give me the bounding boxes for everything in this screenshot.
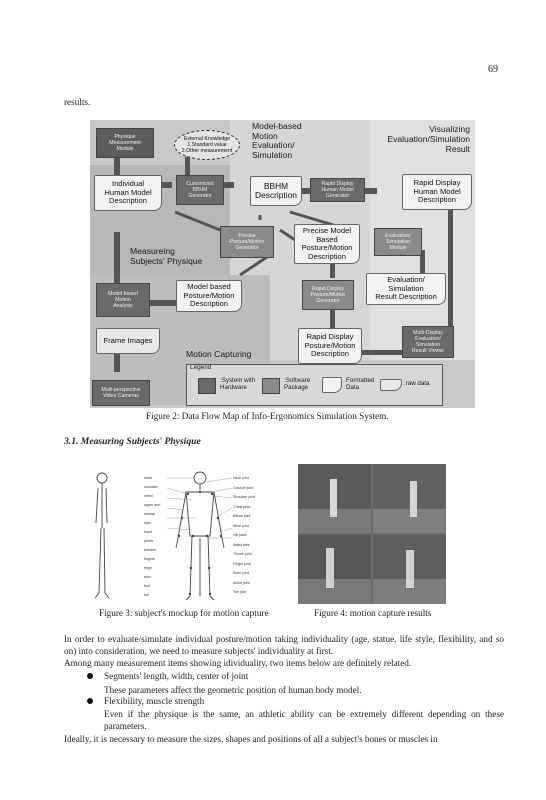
section-heading: 3.1. Measuring Subjects' Physique — [64, 436, 201, 447]
figure-4-capture-results — [298, 464, 446, 604]
figure-2-data-flow-map: Model-based Motion Evaluation/ Simulatio… — [90, 120, 475, 408]
label-chest-joint: Chest joint — [233, 504, 250, 509]
doc-rapid-display-human-model: Rapid Display Human Model Description — [402, 174, 472, 210]
legend-system-hw: :System with Hardware — [220, 377, 256, 391]
label-shoulder-joint: Shoulder joint — [233, 495, 255, 499]
doc-bbhm: BBHM Description — [250, 176, 302, 206]
bullet-2-dot — [87, 698, 93, 704]
label-forearm: forearm — [144, 548, 157, 552]
label-waist-joint: Waist joint — [233, 542, 250, 547]
label-wrist-joint: Wrist joint — [233, 523, 249, 528]
figure-3-mockup: head shoulder chest upper arm lumbar hip… — [92, 468, 292, 606]
external-knowledge: External Knowledge 1.Standard value 2.Ot… — [174, 130, 240, 160]
doc-model-based-posture: Model based Posture/Motion Description — [176, 280, 242, 312]
doc-evaluation-result: Evaluation/ Simulation Result Descriptio… — [366, 273, 446, 305]
zone-title-motion-eval: Model-based Motion Evaluation/ Simulatio… — [252, 121, 302, 160]
figure-3-caption: Figure 3: subject's mockup for motion ca… — [99, 608, 269, 618]
doc-rapid-display-posture: Rapid Display Posture/Motion Description — [298, 328, 362, 364]
figure-2-caption: Figure 2: Data Flow Map of Info-Ergonomi… — [146, 411, 389, 421]
legend-sw-swatch — [262, 378, 280, 394]
label-foot: foot — [144, 584, 150, 588]
zone-title-visualizing: Visualizing Evaluation/Simulation Result — [387, 124, 470, 154]
label-clavicle-joint: Clavicle joint — [233, 485, 254, 490]
label-lumbar: lumbar — [144, 512, 155, 516]
paragraph-3: Ideally, it is necessary to measure the … — [64, 734, 438, 744]
legend-title: Legend — [190, 364, 212, 371]
human-figures — [94, 471, 233, 601]
paragraph-2: Among many measurement items showing idi… — [64, 658, 412, 668]
fig3-left-labels: head shoulder chest upper arm lumbar hip… — [144, 474, 168, 600]
bullet-1-title: Segments' length, width, center of joint — [104, 671, 249, 681]
zone-title-motion-capturing: Motion Capturing — [186, 349, 252, 359]
label-ankle-joint: Ankle joint — [233, 580, 250, 585]
label-fingers: fingers — [144, 557, 155, 561]
doc-precise-model-posture: Precise Model Based Posture/Motion Descr… — [294, 224, 360, 264]
label-shin: shin — [144, 575, 151, 579]
doc-frame-images: Frame Images — [96, 328, 160, 354]
fig3-right-labels: Neck joint Clavicle joint Shoulder joint… — [233, 474, 291, 598]
rapid-display-human-model-generator: Rapid Display Human Model Generator — [310, 178, 365, 202]
legend-hw-swatch — [198, 378, 216, 394]
label-upper-arm: upper arm — [144, 503, 161, 507]
label-elbow-joint: Elbow joint — [233, 514, 251, 518]
label-toe: toe — [144, 593, 149, 597]
bullet-1-text: These parameters affect the geometric po… — [104, 685, 362, 695]
label-knee-joint: Knee joint — [233, 571, 249, 575]
label-hips: hips — [144, 521, 151, 525]
customized-bbhm-generator: Customized BBHM Generator — [176, 175, 224, 205]
capture-photos — [298, 464, 446, 604]
multi-display-result-viewer: Multi-Display Evaluation/ Simulation Res… — [402, 326, 454, 358]
label-chest: chest — [144, 494, 153, 498]
bullet-2-title: Flexibility, muscle strength — [104, 696, 205, 706]
bullet-2-text: Even if the physique is the same, an ath… — [104, 709, 504, 731]
legend — [186, 364, 443, 406]
page-number: 69 — [488, 64, 498, 75]
label-hand: hand — [144, 530, 152, 534]
figure-4-caption: Figure 4: motion capture results — [314, 608, 432, 618]
label-neck-joint: Neck joint — [233, 476, 249, 480]
rapid-display-posture-motion-generator: Rapid Display Posture/Motion Generator — [302, 280, 354, 310]
physique-measurement-module: Physique Measurement Module — [96, 128, 154, 158]
label-pelvis: pelvis — [144, 539, 154, 543]
evaluation-simulation-module: Evaluation/ Simulation Module — [374, 228, 422, 256]
doc-individual-human-model: Individual Human Model Description — [94, 175, 162, 211]
precise-posture-motion-generator: Precise Posture/Motion Generator — [220, 226, 274, 258]
label-head: head — [144, 476, 152, 480]
legend-raw: :raw data — [404, 380, 430, 387]
label-thigh: thigh — [144, 566, 152, 570]
multi-perspective-video-cameras: Multi-perspective Video Cameras — [92, 380, 150, 406]
label-hip-joint: Hip joint — [233, 533, 246, 537]
legend-raw-swatch — [380, 379, 402, 391]
model-based-motion-analysis: Model based Motion Analysis — [96, 283, 150, 317]
intro-text: results. — [64, 97, 91, 107]
zone-title-measuring: Measureing Subjects' Physique — [130, 246, 203, 266]
legend-formatted: Formatted Data — [346, 377, 375, 391]
paragraph-1: In order to evaluate/simulate individual… — [64, 634, 504, 656]
legend-software: :Software Package — [284, 377, 311, 391]
label-shoulder: shoulder — [144, 485, 158, 489]
bullet-1-dot — [87, 673, 93, 679]
label-finger-joint: Finger joint — [233, 561, 251, 566]
label-thumb-joint: Thumb joint — [233, 552, 252, 556]
label-toe-joint: Toe joint — [233, 590, 247, 594]
legend-formatted-swatch — [322, 377, 342, 393]
